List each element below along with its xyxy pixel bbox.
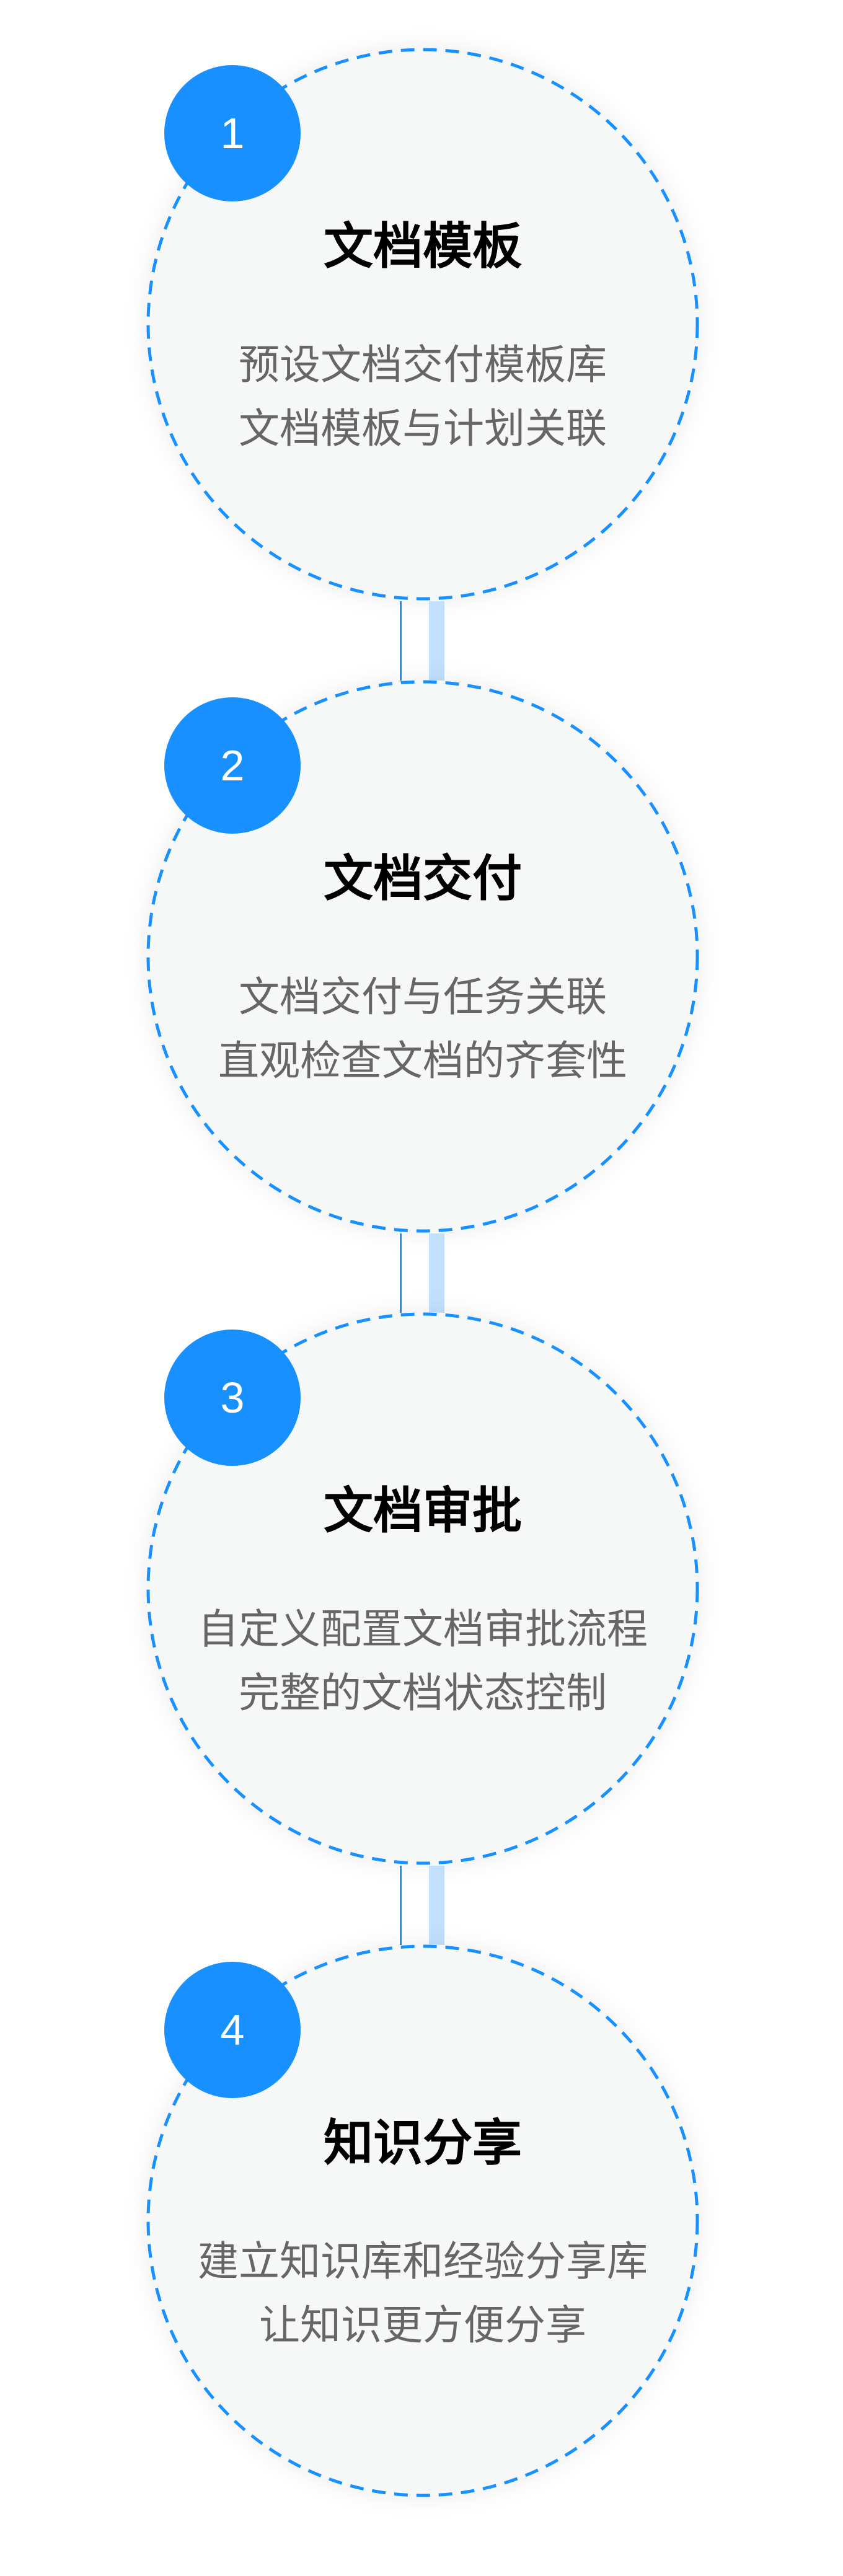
step-2: 2 文档交付 文档交付与任务关联直观检查文档的齐套性: [146, 680, 699, 1233]
desc-line: 直观检查文档的齐套性: [218, 1037, 627, 1085]
step-number-badge: 1: [164, 65, 301, 201]
step-description: 预设文档交付模板库文档模板与计划关联: [146, 333, 699, 461]
step-title: 知识分享: [324, 2114, 522, 2172]
step-title: 文档模板: [324, 218, 522, 275]
step-number: 2: [220, 741, 245, 790]
step-4: 4 知识分享 建立知识库和经验分享库让知识更方便分享: [146, 1944, 699, 2497]
step-1: 1 文档模板 预设文档交付模板库文档模板与计划关联: [146, 48, 699, 601]
connector-line: [400, 1866, 402, 1945]
step-number-badge: 2: [164, 697, 301, 834]
step-number: 4: [220, 2006, 245, 2054]
step-number: 3: [220, 1374, 245, 1422]
desc-line: 预设文档交付模板库: [239, 341, 607, 389]
desc-line: 文档模板与计划关联: [239, 405, 607, 452]
step-number-badge: 3: [164, 1330, 301, 1466]
step-description: 文档交付与任务关联直观检查文档的齐套性: [146, 965, 699, 1093]
desc-line: 文档交付与任务关联: [239, 973, 607, 1021]
desc-line: 完整的文档状态控制: [239, 1669, 607, 1717]
connector-line: [400, 1233, 402, 1313]
desc-line: 自定义配置文档审批流程: [198, 1605, 648, 1653]
step-title: 文档审批: [324, 1482, 522, 1540]
connector-line: [400, 601, 402, 681]
connector-bar: [429, 601, 444, 681]
connector-bar: [429, 1233, 444, 1313]
desc-line: 建立知识库和经验分享库: [198, 2238, 648, 2285]
step-3: 3 文档审批 自定义配置文档审批流程完整的文档状态控制: [146, 1312, 699, 1865]
step-description: 自定义配置文档审批流程完整的文档状态控制: [146, 1597, 699, 1725]
connector-bar: [429, 1866, 444, 1945]
desc-line: 让知识更方便分享: [259, 2301, 586, 2349]
step-description: 建立知识库和经验分享库让知识更方便分享: [146, 2230, 699, 2357]
step-number-badge: 4: [164, 1962, 301, 2098]
step-title: 文档交付: [324, 850, 522, 907]
step-number: 1: [220, 109, 245, 157]
